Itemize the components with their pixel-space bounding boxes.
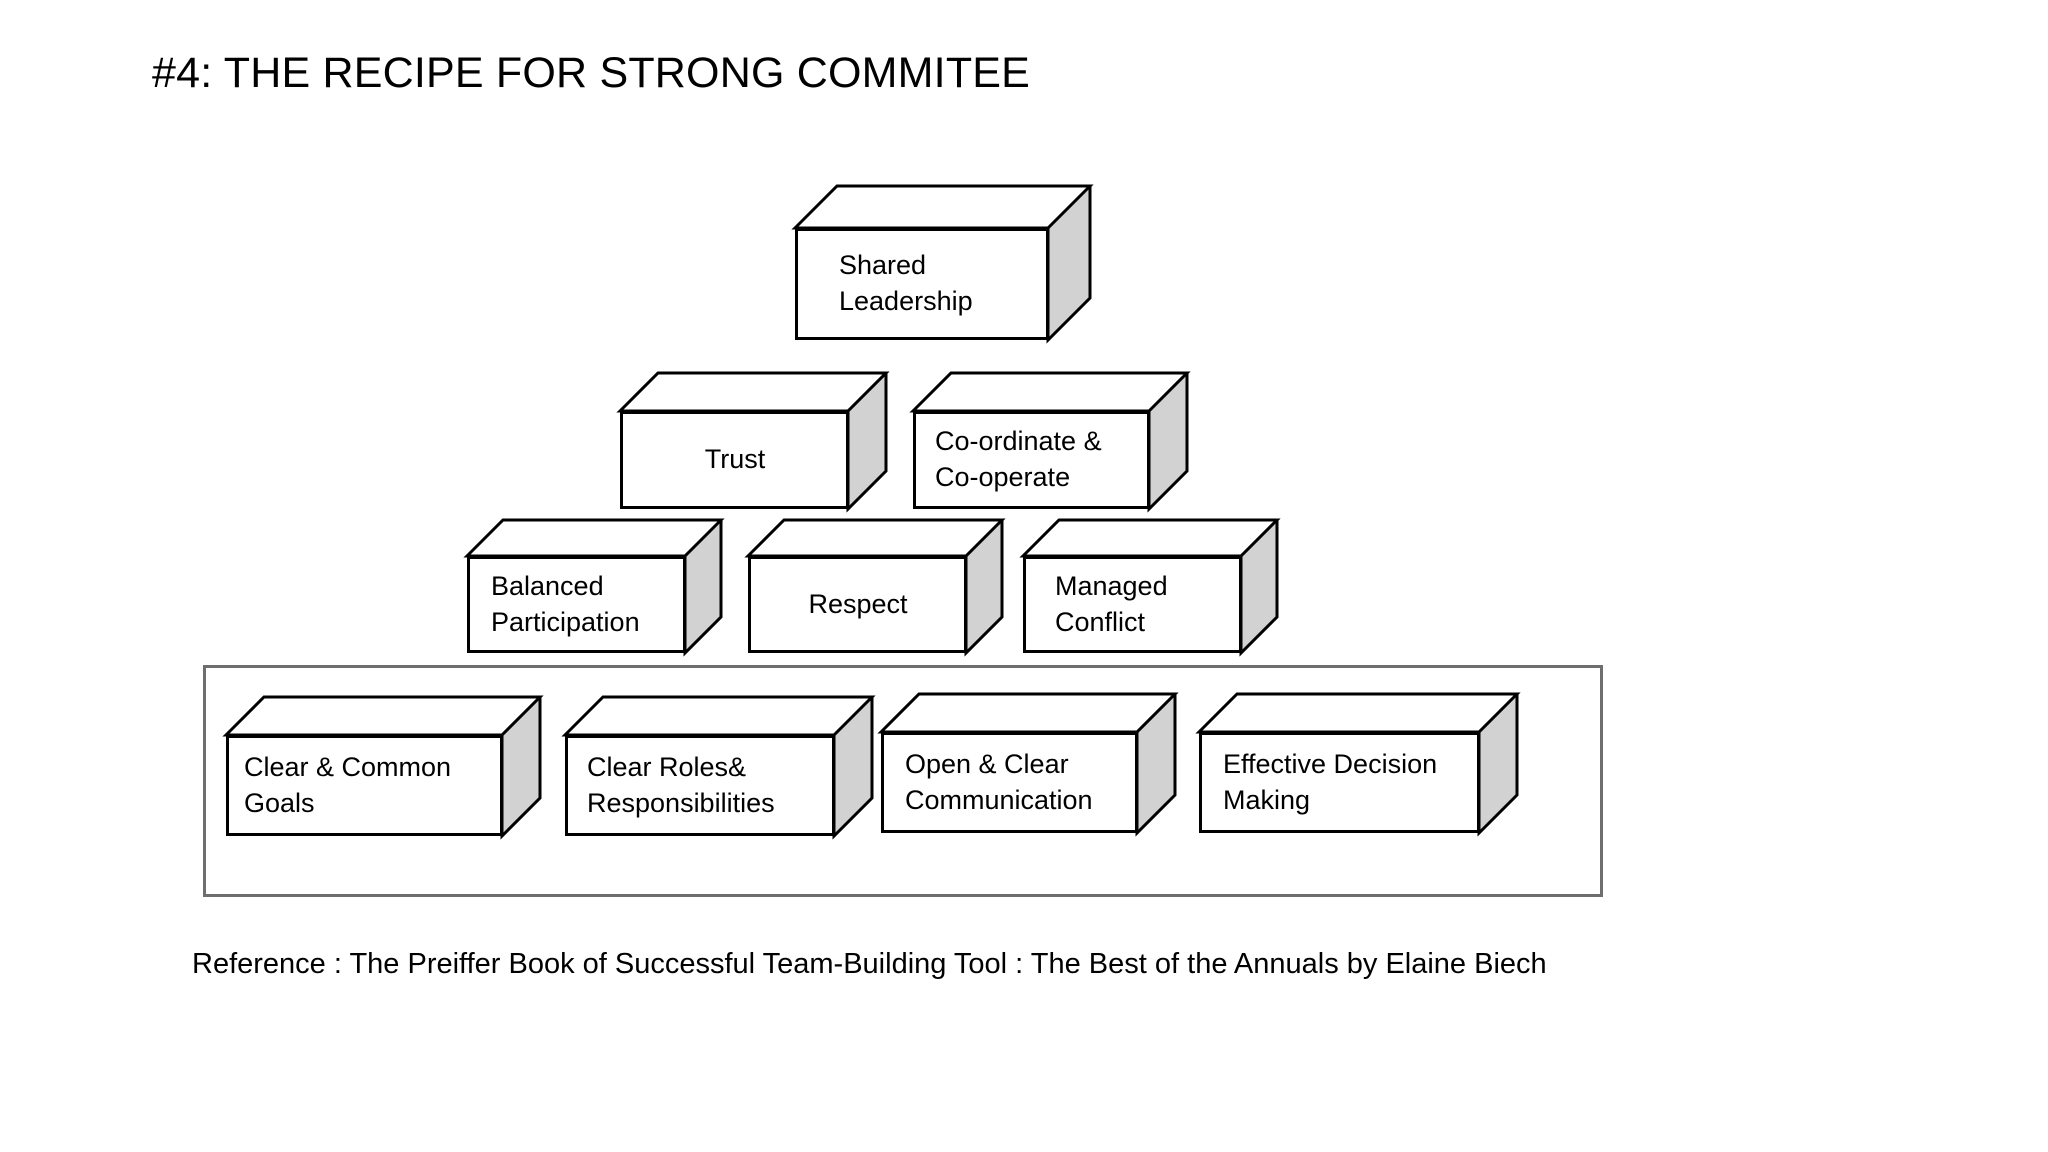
box-front-face (913, 411, 1150, 509)
block-clear-roles-responsibilities[interactable]: Clear Roles& Responsibilities (561, 695, 876, 840)
box-top-face (1195, 692, 1521, 734)
box-front-face (881, 732, 1138, 833)
box-top-face (909, 371, 1191, 413)
block-open-clear-communication[interactable]: Open & Clear Communication (877, 692, 1179, 837)
box-front-face (795, 228, 1049, 340)
box-front-face (1023, 556, 1242, 653)
box-front-face (467, 556, 686, 653)
block-respect[interactable]: Respect (744, 518, 1006, 657)
block-coordinate-cooperate[interactable]: Co-ordinate & Co-operate (909, 371, 1191, 513)
box-top-face (561, 695, 876, 737)
block-clear-common-goals[interactable]: Clear & Common Goals (222, 695, 544, 840)
box-front-face (748, 556, 967, 653)
box-top-face (463, 518, 725, 558)
block-shared-leadership[interactable]: Shared Leadership (791, 184, 1094, 344)
block-managed-conflict[interactable]: Managed Conflict (1019, 518, 1281, 657)
box-top-face (616, 371, 890, 413)
box-top-face (1019, 518, 1281, 558)
block-trust[interactable]: Trust (616, 371, 890, 513)
reference-caption: Reference : The Preiffer Book of Success… (192, 948, 1547, 980)
box-front-face (226, 735, 503, 836)
box-front-face (620, 411, 849, 509)
block-effective-decision-making[interactable]: Effective Decision Making (1195, 692, 1521, 837)
box-top-face (744, 518, 1006, 558)
page-title: #4: THE RECIPE FOR STRONG COMMITEE (152, 49, 1031, 97)
box-front-face (565, 735, 835, 836)
box-front-face (1199, 732, 1480, 833)
box-top-face (222, 695, 544, 737)
block-balanced-participation[interactable]: Balanced Participation (463, 518, 725, 657)
foundation-container (203, 665, 1603, 897)
box-top-face (791, 184, 1094, 230)
box-top-face (877, 692, 1179, 734)
